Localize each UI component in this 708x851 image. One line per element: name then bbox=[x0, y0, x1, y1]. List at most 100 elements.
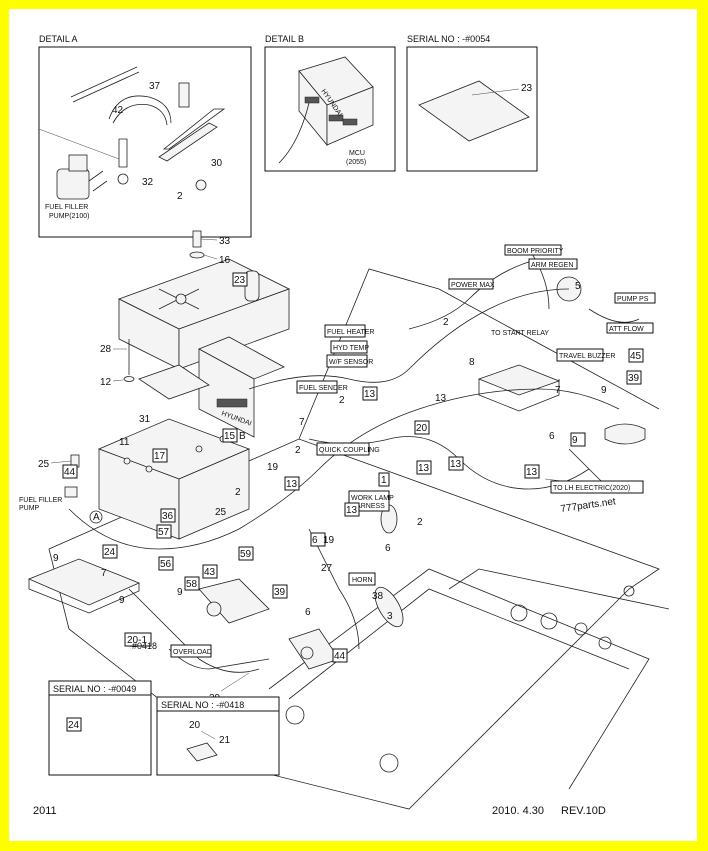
callout-2-b: 2 bbox=[339, 395, 345, 406]
callout-13-c: 13 bbox=[450, 459, 462, 470]
callout-31: 31 bbox=[139, 414, 151, 425]
tag-fuel-heater: FUEL HEATER bbox=[327, 329, 374, 336]
assembly-drawing: DETAIL A 37 42 30 32 2 FUEL FILLER PUMP(… bbox=[19, 34, 670, 817]
tag-pump-ps: PUMP PS bbox=[617, 296, 649, 303]
callout-17: 17 bbox=[154, 451, 166, 462]
callout-27: 27 bbox=[321, 563, 333, 574]
boxed-callouts: 23 13 20 13 13 13 13 13 1 17 15 57 36 24… bbox=[62, 272, 644, 663]
callout-20-1: 20-1 bbox=[127, 635, 147, 646]
callout-36: 36 bbox=[162, 511, 174, 522]
callout-32: 32 bbox=[142, 177, 154, 188]
callout-45: 45 bbox=[630, 351, 642, 362]
tag-boom-priority: BOOM PRIORITY bbox=[507, 248, 564, 255]
mcu-label: MCU bbox=[349, 150, 365, 157]
callout-24: 24 bbox=[104, 547, 116, 558]
callout-43: 43 bbox=[204, 567, 216, 578]
page-number: 2011 bbox=[33, 805, 57, 817]
callout-20-inset: 20 bbox=[189, 720, 201, 731]
callout-7-c: 7 bbox=[555, 385, 561, 396]
to-lh-electric: TO LH ELECTRIC(2020) bbox=[553, 485, 630, 492]
callout-58: 58 bbox=[186, 579, 198, 590]
callout-19: 19 bbox=[267, 462, 279, 473]
serial-0418-title: SERIAL NO : -#0418 bbox=[161, 700, 244, 710]
callout-6-a: 6 bbox=[312, 535, 318, 546]
callout-38: 38 bbox=[372, 591, 384, 602]
callout-15: 15 bbox=[224, 431, 236, 442]
tag-horn: HORN bbox=[352, 577, 373, 584]
tag-arm-regen: ARM REGEN bbox=[531, 262, 573, 269]
mcu-unit bbox=[278, 56, 374, 164]
callout-9-b: 9 bbox=[601, 385, 607, 396]
callout-9-d: 9 bbox=[119, 595, 125, 606]
revision-date: 2010. 4.30 bbox=[492, 805, 544, 817]
callout-21: 21 bbox=[219, 735, 231, 746]
callout-16: 16 bbox=[219, 255, 231, 266]
callout-6-d: 6 bbox=[305, 607, 311, 618]
tag-work-lamp: WORK LAMP bbox=[351, 495, 394, 502]
tag-att-flow: ATT FLOW bbox=[609, 326, 644, 333]
tag-hyd-temp: HYD TEMP bbox=[333, 345, 369, 352]
callout-19-b: 19 bbox=[323, 535, 335, 546]
callout-37: 37 bbox=[149, 81, 161, 92]
serial-0054-title: SERIAL NO : -#0054 bbox=[407, 34, 490, 44]
callout-13-a: 13 bbox=[364, 389, 376, 400]
fuel-filler-main: FUEL FILLER bbox=[19, 497, 62, 504]
pump-main: PUMP bbox=[19, 505, 40, 512]
parts-sheet: DETAIL A 37 42 30 32 2 FUEL FILLER PUMP(… bbox=[9, 9, 697, 841]
callout-5: 5 bbox=[575, 281, 581, 292]
callout-13-f: 13 bbox=[346, 505, 358, 516]
tag-quick-coupling: QUICK COUPLING bbox=[319, 447, 380, 454]
callout-7-b: 7 bbox=[299, 417, 305, 428]
watermark: 777parts.net bbox=[560, 496, 617, 515]
callout-2-e: 2 bbox=[235, 487, 241, 498]
fuel-filler-label: FUEL FILLER bbox=[45, 204, 88, 211]
callout-12: 12 bbox=[100, 377, 112, 388]
callout-8: 8 bbox=[469, 357, 475, 368]
callout-9-a: 9 bbox=[53, 553, 59, 564]
tag-overload: OVERLOAD bbox=[173, 649, 212, 656]
serial-0049-box bbox=[48, 694, 152, 776]
serial-0418-box bbox=[156, 710, 280, 776]
tag-fuel-sender: FUEL SENDER bbox=[299, 385, 348, 392]
callout-25: 25 bbox=[38, 459, 50, 470]
marker-b: B bbox=[239, 431, 246, 442]
callout-44: 44 bbox=[64, 467, 76, 478]
callout-2-a: 2 bbox=[295, 445, 301, 456]
callout-13-e: 13 bbox=[286, 479, 298, 490]
callout-2-c: 2 bbox=[443, 317, 449, 328]
revision: REV.10D bbox=[561, 805, 606, 817]
callout-1: 1 bbox=[381, 475, 387, 486]
tag-to-start-relay: TO START RELAY bbox=[491, 330, 549, 337]
callout-56: 56 bbox=[160, 559, 172, 570]
tag-wf-sensor: W/F SENSOR bbox=[329, 359, 373, 366]
callout-57: 57 bbox=[158, 527, 170, 538]
mcu-number: (2055) bbox=[346, 159, 366, 166]
callout-23: 23 bbox=[234, 275, 246, 286]
part-21 bbox=[186, 742, 218, 762]
to-lh-box bbox=[550, 480, 644, 494]
callout-13-d: 13 bbox=[526, 467, 538, 478]
callout-42: 42 bbox=[112, 105, 124, 116]
callout-39-a: 39 bbox=[274, 587, 286, 598]
callout-30: 30 bbox=[211, 158, 223, 169]
callout-25-b: 25 bbox=[215, 507, 227, 518]
callout-9-c: 9 bbox=[177, 587, 183, 598]
callout-13-b: 13 bbox=[418, 463, 430, 474]
callout-2-d: 2 bbox=[417, 517, 423, 528]
tag-travel-buzzer: TRAVEL BUZZER bbox=[559, 353, 615, 360]
callout-33: 33 bbox=[219, 236, 231, 247]
callout-23-plate: 23 bbox=[521, 83, 533, 94]
serial-0049-title: SERIAL NO : -#0049 bbox=[53, 684, 136, 694]
callout-13-g: 13 bbox=[435, 393, 447, 404]
plate-23 bbox=[418, 80, 530, 142]
detail-a-parts bbox=[38, 66, 226, 200]
callout-24-inset: 24 bbox=[68, 720, 80, 731]
callout-59: 59 bbox=[240, 549, 252, 560]
tag-power-max: POWER MAX bbox=[451, 282, 495, 289]
callout-7-a: 7 bbox=[101, 568, 107, 579]
main-assembly bbox=[27, 258, 670, 810]
callout-3: 3 bbox=[387, 611, 393, 622]
pump-2100-label: PUMP(2100) bbox=[49, 213, 89, 220]
marker-a: A bbox=[93, 512, 100, 523]
callout-6-b: 6 bbox=[549, 431, 555, 442]
